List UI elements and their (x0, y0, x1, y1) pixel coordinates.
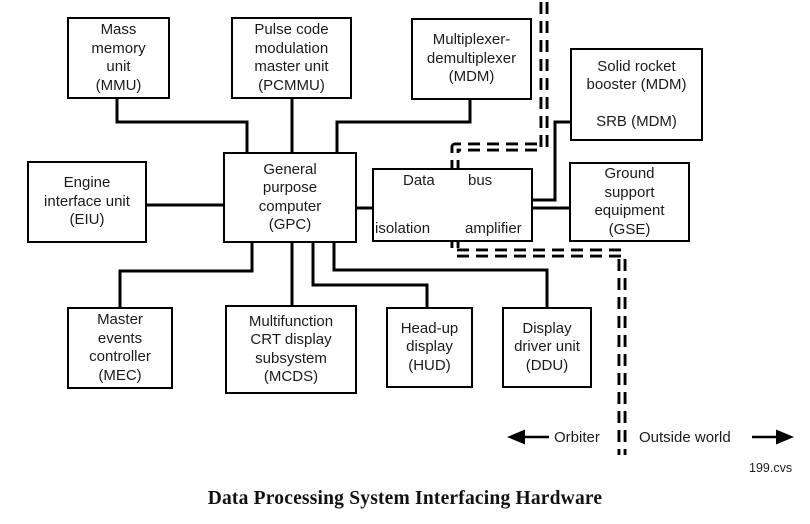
box-hud: Head-up display (HUD) (386, 307, 473, 388)
box-mmu-label: Mass memory unit (MMU) (91, 21, 146, 94)
box-mdm-label: Multiplexer- demultiplexer (MDM) (426, 31, 517, 86)
box-gse-label: Ground support equipment (GSE) (594, 165, 665, 238)
orbiter-arrow-left-icon (507, 429, 525, 445)
bus-bus-label: bus (468, 172, 493, 189)
outside-world-label: Outside world (639, 429, 731, 446)
box-mcds-label: Multifunction CRT display subsystem (MCD… (248, 312, 334, 386)
box-gpc-label: General purpose computer (GPC) (258, 160, 322, 234)
bus-amplifier-label: amplifier (465, 220, 522, 237)
file-label: 199.cvs (749, 461, 793, 475)
connector-gpc-mec (118, 243, 254, 307)
box-srb-label: Solid rocket booster (MDM) SRB (MDM) (586, 57, 687, 131)
connector-mmu-gpc (115, 99, 249, 152)
bus-data-label: Data (403, 172, 435, 189)
box-mec-label: Master events controller (MEC) (89, 311, 151, 384)
box-mmu: Mass memory unit (MMU) (67, 17, 170, 99)
box-srb: Solid rocket booster (MDM) SRB (MDM) (570, 48, 703, 141)
orbiter-label: Orbiter (554, 429, 600, 446)
connector-gpc-ddu (332, 243, 549, 307)
connector-gpc-hud (311, 243, 429, 307)
box-pcmmu: Pulse code modulation master unit (PCMMU… (231, 17, 352, 99)
box-gpc: General purpose computer (GPC) (223, 152, 357, 243)
box-eiu-label: Engine interface unit (EIU) (44, 174, 130, 229)
box-mcds: Multifunction CRT display subsystem (MCD… (225, 305, 357, 394)
box-ddu: Display driver unit (DDU) (502, 307, 592, 388)
box-ddu-label: Display driver unit (DDU) (514, 319, 580, 374)
box-pcmmu-label: Pulse code modulation master unit (PCMMU… (254, 21, 329, 94)
outside-world-arrow-right-icon (776, 429, 794, 445)
box-mec: Master events controller (MEC) (67, 307, 173, 389)
box-data-bus-isolation-amplifier: Data bus isolation amplifier (372, 168, 533, 242)
bus-isolation-label: isolation (375, 220, 431, 237)
box-eiu: Engine interface unit (EIU) (27, 161, 147, 243)
connector-mdm-gpc (335, 100, 472, 152)
box-hud-label: Head-up display (HUD) (400, 319, 459, 374)
figure-caption: Data Processing System Interfacing Hardw… (207, 488, 603, 509)
box-gse: Ground support equipment (GSE) (569, 162, 690, 242)
box-mdm: Multiplexer- demultiplexer (MDM) (411, 18, 532, 100)
